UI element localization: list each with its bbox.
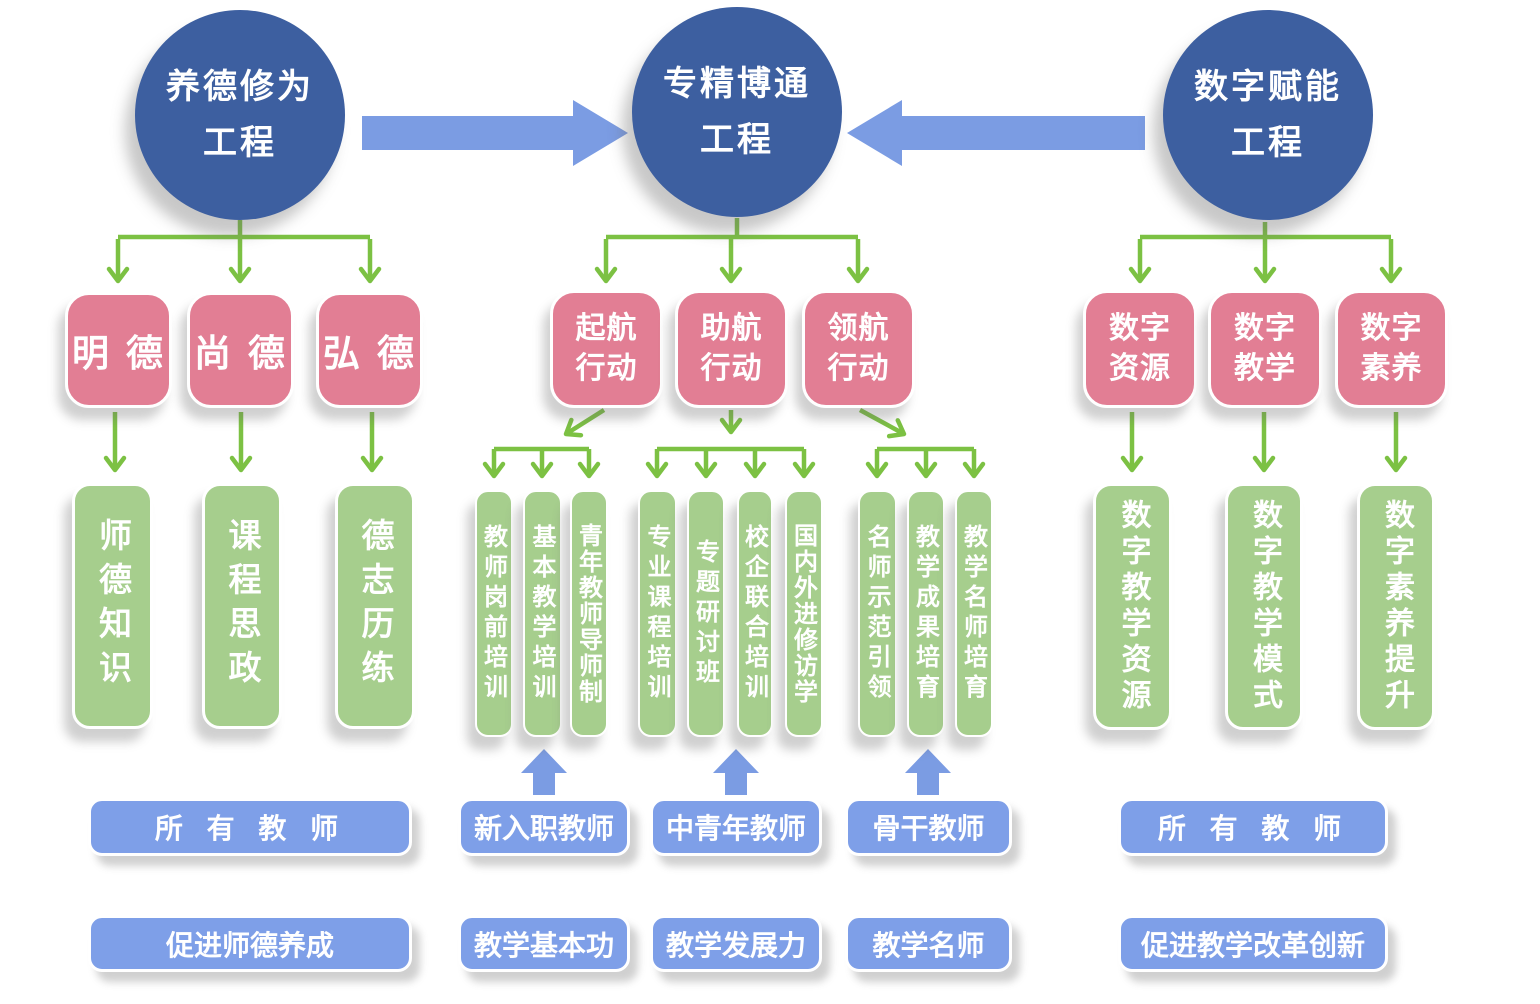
green-col-master-teacher-cultivation: 教学名师培育 [955,490,993,737]
audience-backbone-teachers: 骨干教师 [845,798,1012,856]
pink-box-qihang: 起航 行动 [550,290,663,408]
left-block-arrow-icon [847,100,1145,166]
pink-box-digital-teaching: 数字 教学 [1208,290,1322,408]
connector-right-bracket [1140,222,1391,240]
audience-all-teachers-right: 所 有 教 师 [1118,798,1388,856]
green-col-dezhi-practice: 德志历练 [335,483,415,729]
pink-box-shangde: 尚 德 [187,292,294,408]
green-col-digital-teaching-resources: 数字教学资源 [1093,483,1172,730]
connector-center-bracket [606,218,858,240]
audience-young-mid-teachers: 中青年教师 [650,798,822,856]
green-col-digital-literacy-improvement: 数字素养提升 [1357,483,1435,730]
green-col-master-demonstration: 名师示范引领 [858,490,897,737]
goal-promote-teaching-reform: 促进教学改革创新 [1118,915,1388,972]
green-col-shide-knowledge: 师德知识 [72,483,153,729]
pink-box-digital-literacy: 数字 素养 [1335,290,1448,408]
connector-arrow-diagonal [563,408,606,438]
goal-teaching-development: 教学发展力 [650,915,822,972]
green-col-digital-teaching-mode: 数字教学模式 [1225,483,1303,730]
goal-master-teacher: 教学名师 [845,915,1012,972]
up-arrow-icon [713,749,759,795]
pink-box-hongde: 弘 德 [316,292,423,408]
connector-left-bracket [118,220,370,240]
right-block-arrow-icon [362,100,628,166]
green-col-professional-course-training: 专业课程培训 [638,490,677,737]
pink-box-digital-resource: 数字 资源 [1083,290,1197,408]
center-project-circle: 专精博通 工程 [632,7,842,217]
right-project-circle: 数字赋能 工程 [1163,10,1373,220]
goal-promote-shide: 促进师德养成 [88,915,412,972]
up-arrow-icon [521,749,567,795]
pink-box-linghang: 领航 行动 [802,290,915,408]
audience-new-teachers: 新入职教师 [458,798,630,856]
green-col-basic-teaching-training: 基本教学培训 [523,490,562,737]
green-col-seminar-class: 专题研讨班 [687,490,725,737]
green-col-course-ideology: 课程思政 [202,483,282,729]
pink-box-zhuhang: 助航 行动 [675,290,788,408]
connector-arrow-diagonal [858,408,907,439]
green-col-school-enterprise-training: 校企联合培训 [737,490,773,737]
audience-all-teachers-left: 所 有 教 师 [88,798,412,856]
pink-box-mingde: 明 德 [65,292,172,408]
up-arrow-icon [905,749,951,795]
green-col-study-visits: 国内外进修访学 [785,490,823,737]
green-col-teaching-achievement: 教学成果培育 [907,490,945,737]
green-col-young-teacher-mentor: 青年教师导师制 [570,490,608,737]
green-col-pre-job-training: 教师岗前培训 [475,490,513,737]
goal-teaching-basics: 教学基本功 [458,915,630,972]
left-project-circle: 养德修为 工程 [135,10,345,220]
